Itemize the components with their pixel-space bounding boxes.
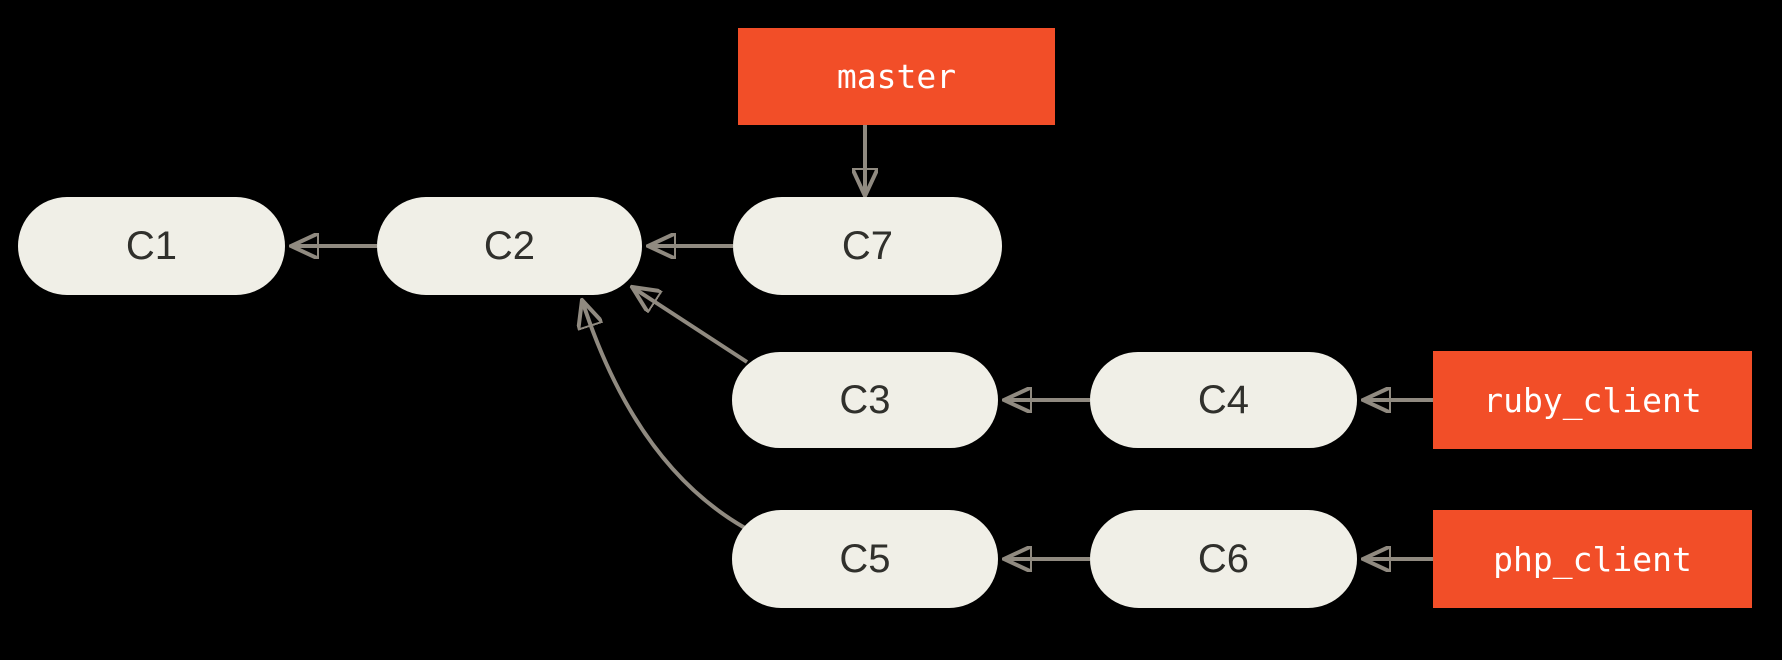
branch-label-ruby-client: ruby_client: [1433, 351, 1752, 449]
commit-node-c2: C2: [377, 197, 642, 295]
commit-node-c5: C5: [732, 510, 998, 608]
commit-node-c6: C6: [1090, 510, 1357, 608]
edge-c3-to-c2-arrow: [632, 287, 749, 364]
commit-node-c1: C1: [18, 197, 285, 295]
commit-node-c4: C4: [1090, 352, 1357, 448]
branch-label-master: master: [738, 28, 1055, 125]
branch-label-php-client: php_client: [1433, 510, 1752, 608]
commit-node-c7: C7: [733, 197, 1002, 295]
commit-node-c3: C3: [732, 352, 998, 448]
edge-c5-to-c2-arrow: [582, 300, 746, 530]
